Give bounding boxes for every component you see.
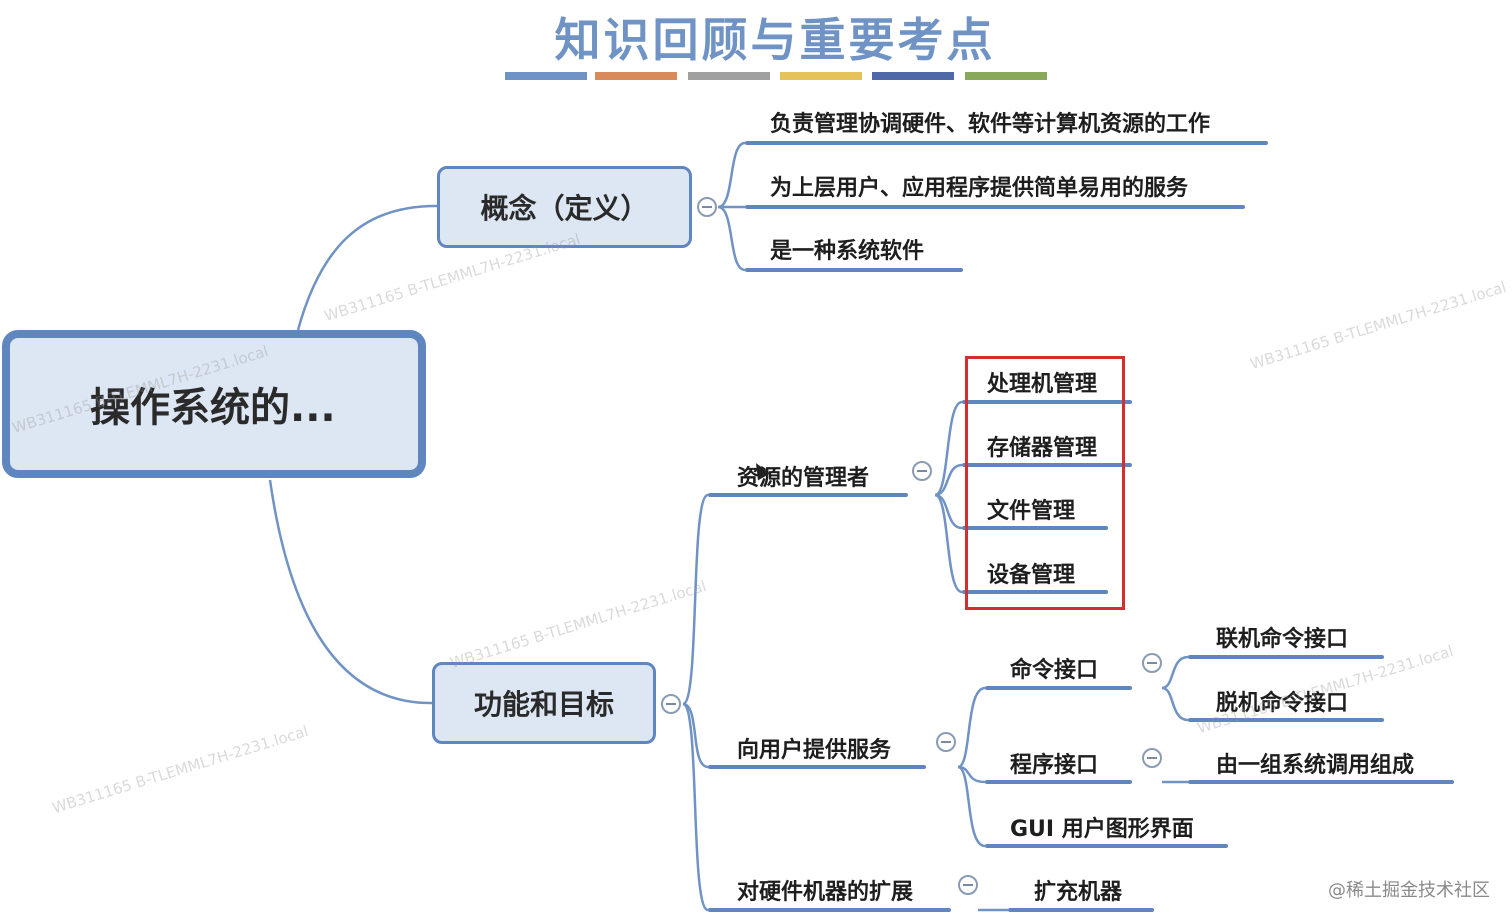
resource-item-2-underline [962,463,1132,467]
title-bar-2 [595,72,677,80]
concept-item-2: 为上层用户、应用程序提供简单易用的服务 [770,176,1189,201]
collapse-icon[interactable] [1142,653,1162,673]
command-interface-label[interactable]: 命令接口 [1010,658,1099,683]
gui-label: GUI 用户图形界面 [1010,817,1194,842]
concept-item-3: 是一种系统软件 [770,239,925,264]
concept-item-1: 负责管理协调硬件、软件等计算机资源的工作 [770,112,1211,137]
resource-manager-label[interactable]: 资源的管理者 [737,466,870,491]
hardware-extension-item-1: 扩充机器 [1034,880,1123,905]
highlight-box [965,356,1125,610]
resource-item-3-underline [962,526,1108,530]
resource-manager-underline [708,493,908,497]
root-node[interactable]: 操作系统的... [2,330,426,478]
collapse-icon[interactable] [697,197,717,217]
hardware-extension-label[interactable]: 对硬件机器的扩展 [737,880,914,905]
title-bar-3 [688,72,770,80]
collapse-icon[interactable] [936,732,956,752]
command-item-1: 联机命令接口 [1216,627,1349,652]
resource-item-2: 存储器管理 [987,436,1098,461]
resource-item-4-underline [962,590,1108,594]
concept-label: 概念（定义） [480,192,649,225]
root-label: 操作系统的... [90,385,336,431]
title-bar-6 [965,72,1047,80]
collapse-icon[interactable] [958,875,978,895]
command-item-2-underline [1188,718,1384,722]
concept-item-3-underline [745,268,963,272]
program-interface-detail: 由一组系统调用组成 [1216,753,1415,778]
command-item-2: 脱机命令接口 [1216,691,1349,716]
program-interface-detail-underline [1188,780,1454,784]
functions-node[interactable]: 功能和目标 [432,662,656,744]
collapse-icon[interactable] [1142,748,1162,768]
concept-item-2-underline [745,205,1245,209]
title-bar-1 [505,72,587,80]
program-interface-label[interactable]: 程序接口 [1010,753,1099,778]
concept-item-1-underline [745,141,1268,145]
title-bar-4 [780,72,862,80]
resource-item-3: 文件管理 [987,499,1076,524]
resource-item-1: 处理机管理 [987,372,1098,397]
collapse-icon[interactable] [912,461,932,481]
functions-label: 功能和目标 [473,688,614,721]
resource-item-4: 设备管理 [987,563,1076,588]
gui-underline [985,844,1228,848]
program-interface-underline [985,780,1132,784]
hardware-extension-item-1-underline [1008,908,1154,912]
user-services-label[interactable]: 向用户提供服务 [737,738,892,763]
title-bar-5 [872,72,954,80]
site-watermark: @稀土掘金技术社区 [1328,880,1490,901]
command-interface-underline [985,686,1132,690]
resource-item-1-underline [962,400,1132,404]
page-title: 知识回顾与重要考点 [554,13,996,67]
hardware-extension-underline [708,908,951,912]
collapse-icon[interactable] [661,694,681,714]
user-services-underline [708,765,926,769]
concept-node[interactable]: 概念（定义） [437,166,692,248]
command-item-1-underline [1188,655,1384,659]
